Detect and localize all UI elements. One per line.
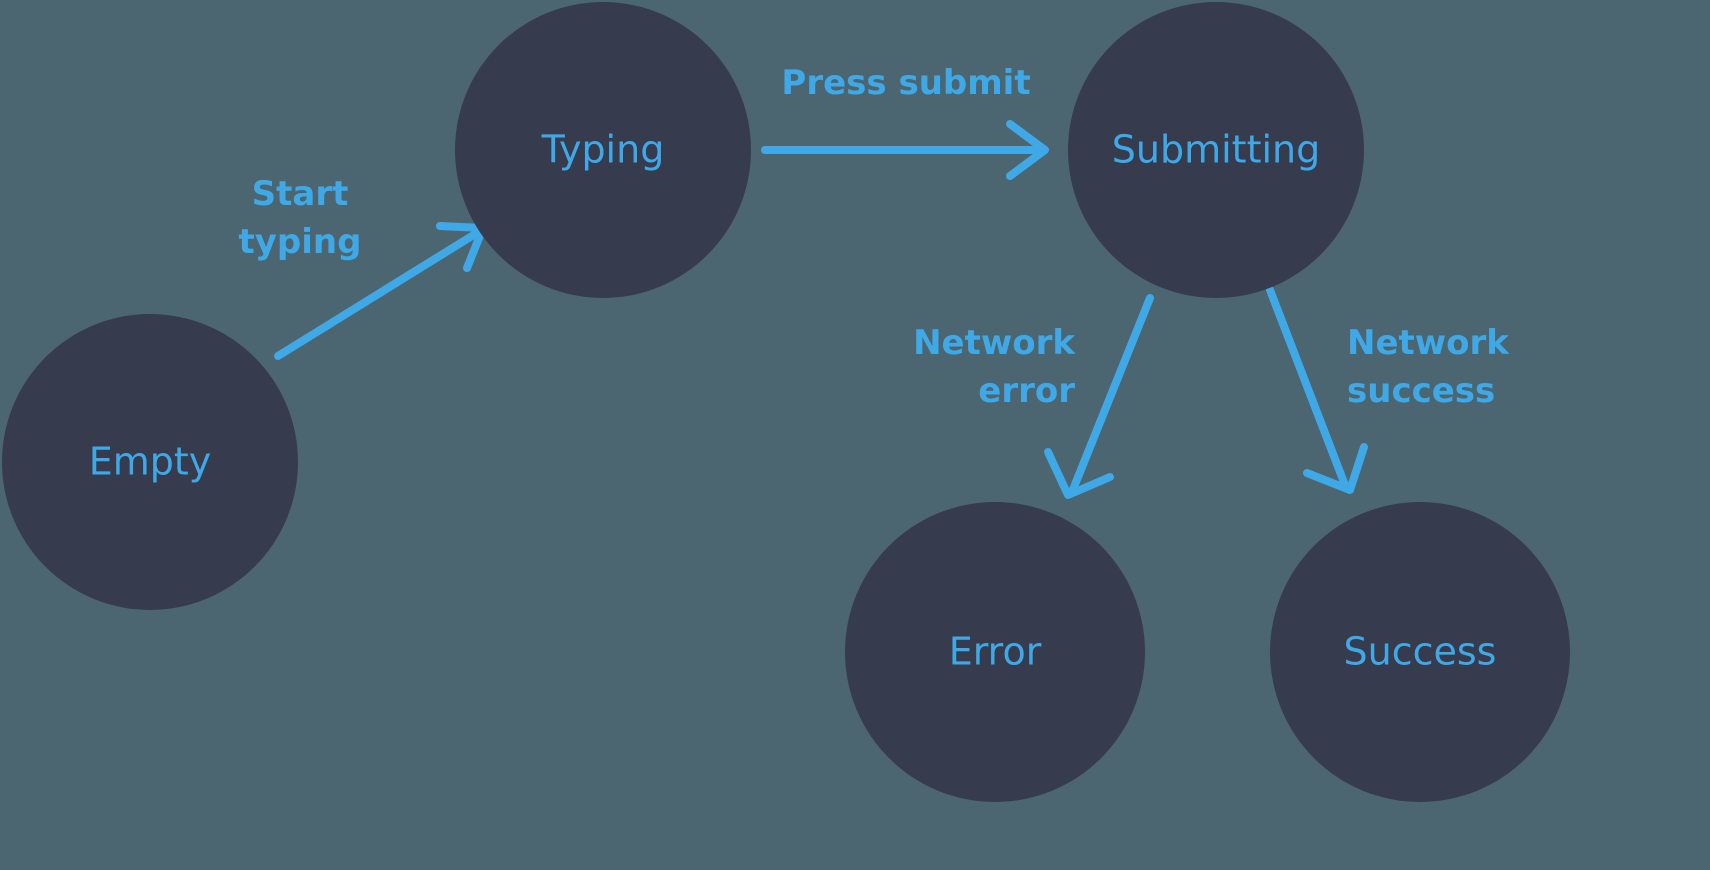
state-label-error: Error (949, 630, 1042, 674)
arrowhead-icon-press-submit (1006, 120, 1049, 180)
arrowhead-icon-network-success (1303, 443, 1368, 494)
transition-press-submit[interactable] (761, 120, 1049, 180)
state-node-error[interactable]: Error (845, 502, 1145, 802)
state-circle-empty (2, 314, 298, 610)
transition-network-error[interactable] (1044, 294, 1154, 499)
transition-label-network-success: Network success (1347, 323, 1510, 411)
transition-network-success[interactable] (1266, 286, 1368, 494)
state-node-typing[interactable]: Typing (455, 2, 751, 298)
transition-label-line: Network (913, 323, 1076, 363)
state-circle-success (1270, 502, 1570, 802)
transition-label-line: Press submit (781, 63, 1030, 103)
transition-label-line: Network (1347, 323, 1510, 363)
transition-label-line: success (1347, 371, 1495, 411)
state-circle-error (845, 502, 1145, 802)
transition-line-network-success (1266, 286, 1349, 489)
transitions-layer (274, 120, 1368, 499)
state-label-success: Success (1344, 630, 1497, 674)
transition-label-network-error: Network error (913, 323, 1076, 411)
state-label-empty: Empty (89, 440, 212, 484)
transition-label-line: Start (252, 174, 349, 214)
state-circle-typing (455, 2, 751, 298)
state-node-empty[interactable]: Empty (2, 314, 298, 610)
state-node-success[interactable]: Success (1270, 502, 1570, 802)
transition-label-press-submit: Press submit (781, 63, 1030, 103)
state-circle-submitting (1068, 2, 1364, 298)
transition-line-start-typing (274, 227, 484, 360)
state-node-submitting[interactable]: Submitting (1068, 2, 1364, 298)
transition-label-start-typing: Start typing (239, 174, 362, 262)
transition-label-line: typing (239, 222, 362, 262)
arrowhead-icon-network-error (1044, 448, 1114, 499)
state-label-typing: Typing (541, 128, 665, 172)
state-label-submitting: Submitting (1112, 128, 1320, 172)
transition-label-line: error (978, 371, 1075, 411)
transition-line-network-error (1068, 294, 1154, 496)
